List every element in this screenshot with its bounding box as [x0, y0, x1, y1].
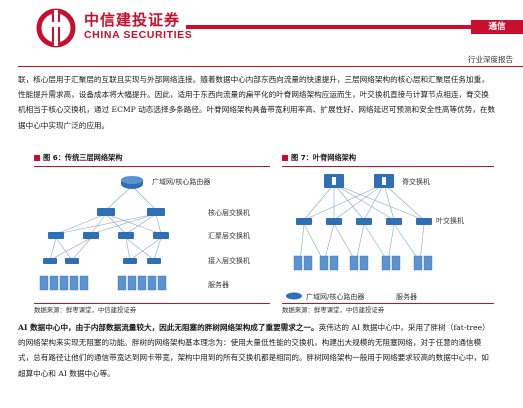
core-switch-icon [97, 208, 165, 216]
figure-6-source: 数据来源：鲜枣课堂，中信建投证券 [34, 306, 137, 314]
report-header: 中信建投证券 CHINA SECURITIES 通信 [0, 0, 523, 52]
industry-tag: 通信 [471, 20, 523, 34]
label-servers: 服务器 [208, 280, 229, 289]
figure-6-title: 图 6：传统三层网络架构 [34, 153, 122, 163]
server-icon [39, 275, 167, 291]
figure-7-source: 数据来源：鲜枣课堂，中信建投证券 [282, 306, 385, 314]
label-aggregation-layer: 汇聚层交换机 [208, 231, 250, 240]
aggregation-switch-icon [48, 232, 169, 239]
leaf-spine-network-diagram: 脊交换机 叶交换机 广域网/核心路由器 服务器 [286, 174, 464, 301]
label-spine: 脊交换机 [402, 177, 430, 186]
header-bar [186, 25, 471, 29]
figure-7-title: 图 7：叶脊网络架构 [282, 153, 356, 163]
figure-6-bottom-rule [34, 303, 270, 304]
figure-6-title-text: 图 6：传统三层网络架构 [43, 153, 123, 162]
three-tier-network-diagram: 广域网/核心路由器 核心层交换机 汇聚层交换机 接入层交换机 服务器 [39, 176, 250, 291]
header-divider [18, 66, 523, 67]
figure-marker-icon [282, 155, 288, 161]
access-switch-icon [43, 258, 161, 264]
label-core-layer: 核心层交换机 [208, 208, 250, 217]
brand-name-en: CHINA SECURITIES [84, 29, 193, 41]
figure-7-bottom-rule [282, 303, 494, 304]
citic-logo-icon [36, 8, 76, 48]
core-router-icon [121, 176, 143, 189]
body-paragraph-1: 联，核心层用于汇聚层的互联且实现与外部网络连接。随着数据中心内部东西向流量的快速… [18, 75, 496, 130]
wan-router-icon [286, 292, 302, 300]
figure-marker-icon [34, 155, 40, 161]
paragraph-2-lead: AI 数据中心中，由于内部数据流量较大，因此无阻塞的胖树网络架构成了重要需求之一… [18, 323, 319, 332]
leaf-switch-icon [296, 218, 432, 225]
label-leaf: 叶交换机 [436, 216, 464, 225]
brand-name-cn: 中信建投证券 [84, 11, 181, 29]
paragraph-2-text: 英伟达的 AI 数据中心中，采用了胖树（fat-tree）的网络架构来实现无阻塞… [18, 323, 490, 378]
figure-7-title-text: 图 7：叶脊网络架构 [291, 153, 357, 162]
label-servers: 服务器 [396, 292, 417, 301]
server-icon [293, 255, 433, 271]
label-wan-router: 广域网/核心路由器 [152, 177, 210, 186]
figure-7-top-rule [282, 166, 494, 167]
label-access-layer: 接入层交换机 [208, 256, 250, 265]
body-paragraph-2: AI 数据中心中，由于内部数据流量较大，因此无阻塞的胖树网络架构成了重要需求之一… [18, 320, 496, 381]
report-type: 行业深度报告 [468, 55, 513, 64]
label-wan-router: 广域网/核心路由器 [306, 292, 364, 301]
figure-6-top-rule [34, 166, 270, 167]
